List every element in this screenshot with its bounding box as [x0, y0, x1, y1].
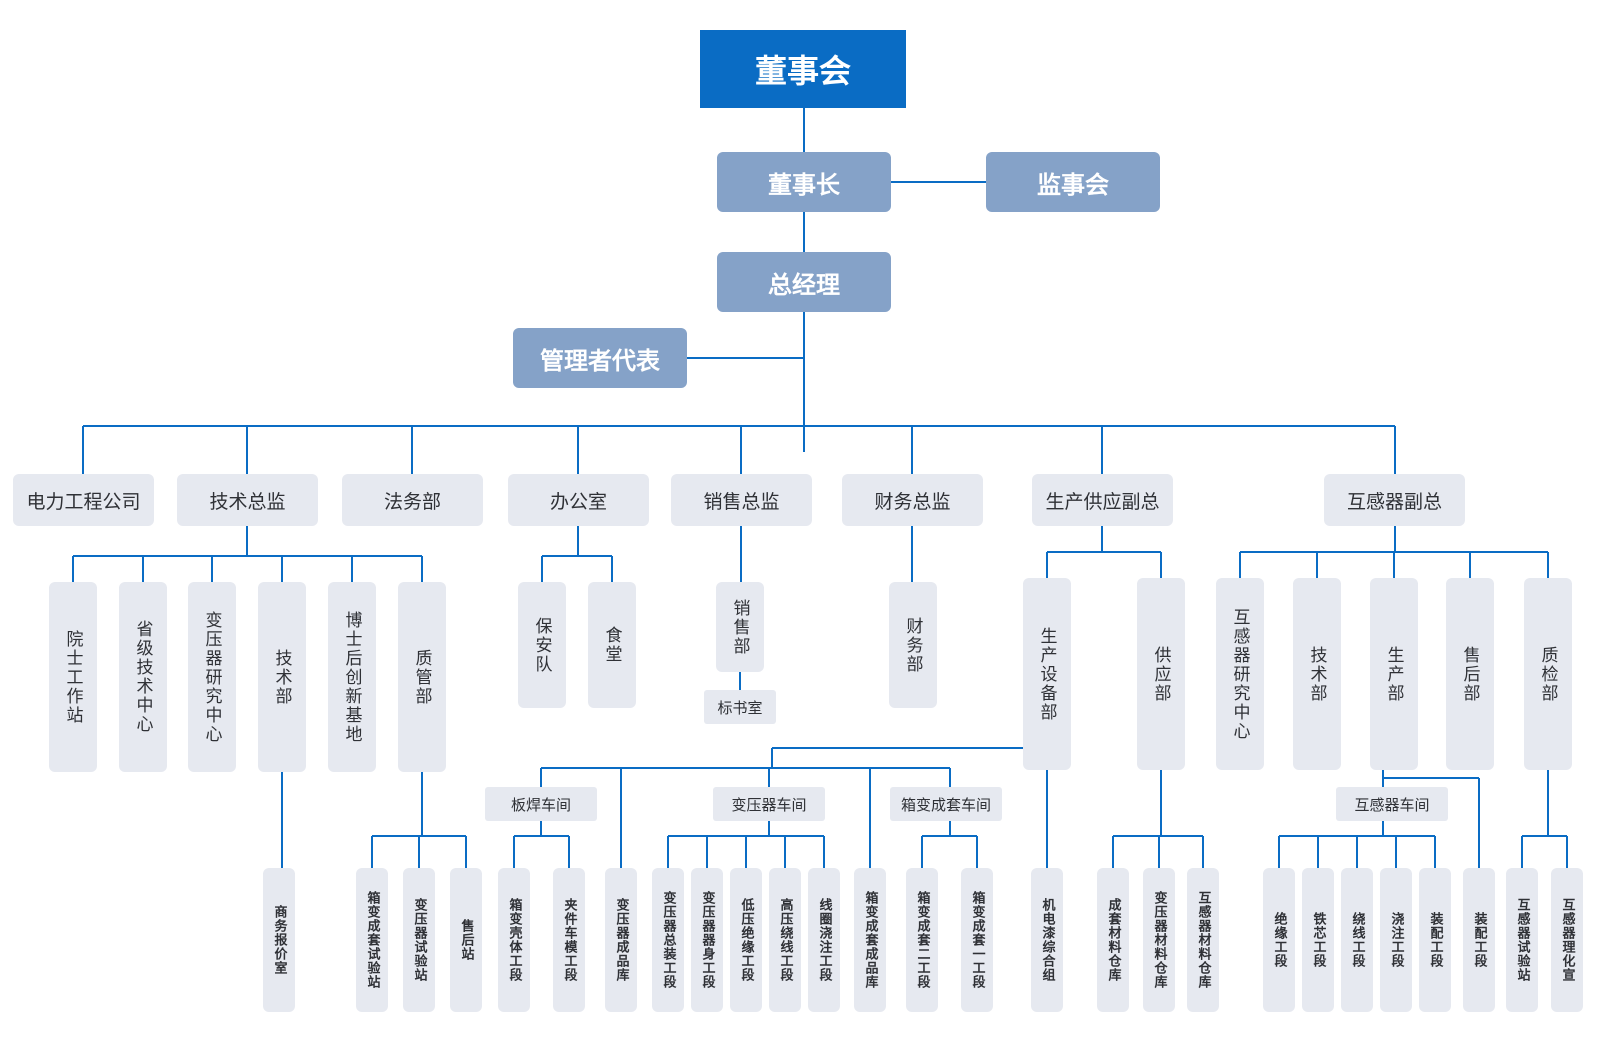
node-tech-dept: 技术部 — [258, 582, 306, 772]
node-sales-dept: 销售部 — [716, 582, 764, 672]
node-ct-workshop: 互感器车间 — [1336, 787, 1448, 821]
node-core-section: 铁芯工段 — [1302, 868, 1334, 1012]
node-shell-section: 箱变壳体工段 — [498, 868, 530, 1012]
dept-finance-director: 财务总监 — [842, 474, 983, 526]
node-transformer-research-center: 变压器研究中心 — [188, 582, 236, 772]
node-lv-insulation-section: 低压绝缘工段 — [730, 868, 762, 1012]
node-transformer-product-store: 变压器成品库 — [605, 868, 637, 1012]
node-postdoc-base: 博士后创新基地 — [328, 582, 376, 772]
node-box-substation-workshop: 箱变成套车间 — [890, 787, 1002, 821]
node-quality-dept: 质管部 — [398, 582, 446, 772]
dept-power-engineering: 电力工程公司 — [13, 474, 154, 526]
node-transformer-workshop: 变压器车间 — [713, 787, 825, 821]
node-after-sales-station: 售后站 — [450, 868, 482, 1012]
node-finance-dept: 财务部 — [889, 582, 937, 708]
node-ct-test-station: 互感器试验站 — [1506, 868, 1538, 1012]
node-ct-tech-dept: 技术部 — [1293, 578, 1341, 770]
node-assembly-section: 变压器总装工段 — [652, 868, 684, 1012]
node-management-representative: 管理者代表 — [513, 328, 687, 388]
node-supervisory: 监事会 — [986, 152, 1160, 212]
node-business-quote-room: 商务报价室 — [263, 868, 295, 1012]
node-ct-material-store: 互感器材料仓库 — [1187, 868, 1219, 1012]
dept-office: 办公室 — [508, 474, 649, 526]
node-plate-welding-workshop: 板焊车间 — [485, 787, 597, 821]
node-supply-dept: 供应部 — [1137, 578, 1185, 770]
node-ct-production-dept: 生产部 — [1370, 578, 1418, 770]
node-general-manager: 总经理 — [717, 252, 891, 312]
node-box-product-store: 箱变成套成品库 — [854, 868, 886, 1012]
node-canteen: 食堂 — [588, 582, 636, 708]
node-board: 董事会 — [700, 30, 906, 108]
node-set-material-store: 成套材料仓库 — [1097, 868, 1129, 1012]
node-transformer-test-station: 变压器试验站 — [403, 868, 435, 1012]
node-assembly-section-b: 装配工段 — [1463, 868, 1495, 1012]
node-transformer-material-store: 变压器材料仓库 — [1143, 868, 1175, 1012]
node-paint-group: 机电漆综合组 — [1031, 868, 1063, 1012]
node-assembly-section-a: 装配工段 — [1419, 868, 1451, 1012]
dept-tech-director: 技术总监 — [177, 474, 318, 526]
node-academician-station: 院士工作站 — [49, 582, 97, 772]
node-security-team: 保安队 — [518, 582, 566, 708]
dept-production-supply-vp: 生产供应副总 — [1032, 474, 1173, 526]
node-body-section: 变压器器身工段 — [691, 868, 723, 1012]
node-winding-section: 绕线工段 — [1341, 868, 1373, 1012]
node-box-section-one: 箱变成套一工段 — [961, 868, 993, 1012]
node-box-section-two: 箱变成套二工段 — [906, 868, 938, 1012]
node-provincial-tech-center: 省级技术中心 — [119, 582, 167, 772]
node-hv-winding-section: 高压绕线工段 — [769, 868, 801, 1012]
node-production-equipment-dept: 生产设备部 — [1023, 578, 1071, 770]
node-bid-room: 标书室 — [704, 690, 776, 724]
node-insulation-section: 绝缘工段 — [1263, 868, 1295, 1012]
node-ct-lab: 互感器理化宣 — [1551, 868, 1583, 1012]
dept-legal: 法务部 — [342, 474, 483, 526]
node-box-test-station: 箱变成套试验站 — [356, 868, 388, 1012]
node-coil-casting-section: 线圈浇注工段 — [808, 868, 840, 1012]
node-casting-section: 浇注工段 — [1380, 868, 1412, 1012]
node-chairman: 董事长 — [717, 152, 891, 212]
dept-sales-director: 销售总监 — [671, 474, 812, 526]
node-ct-qc-dept: 质检部 — [1524, 578, 1572, 770]
node-clamp-section: 夹件车模工段 — [553, 868, 585, 1012]
node-ct-research-center: 互感器研究中心 — [1216, 578, 1264, 770]
node-ct-after-sales-dept: 售后部 — [1446, 578, 1494, 770]
dept-transformer-vp: 互感器副总 — [1324, 474, 1465, 526]
